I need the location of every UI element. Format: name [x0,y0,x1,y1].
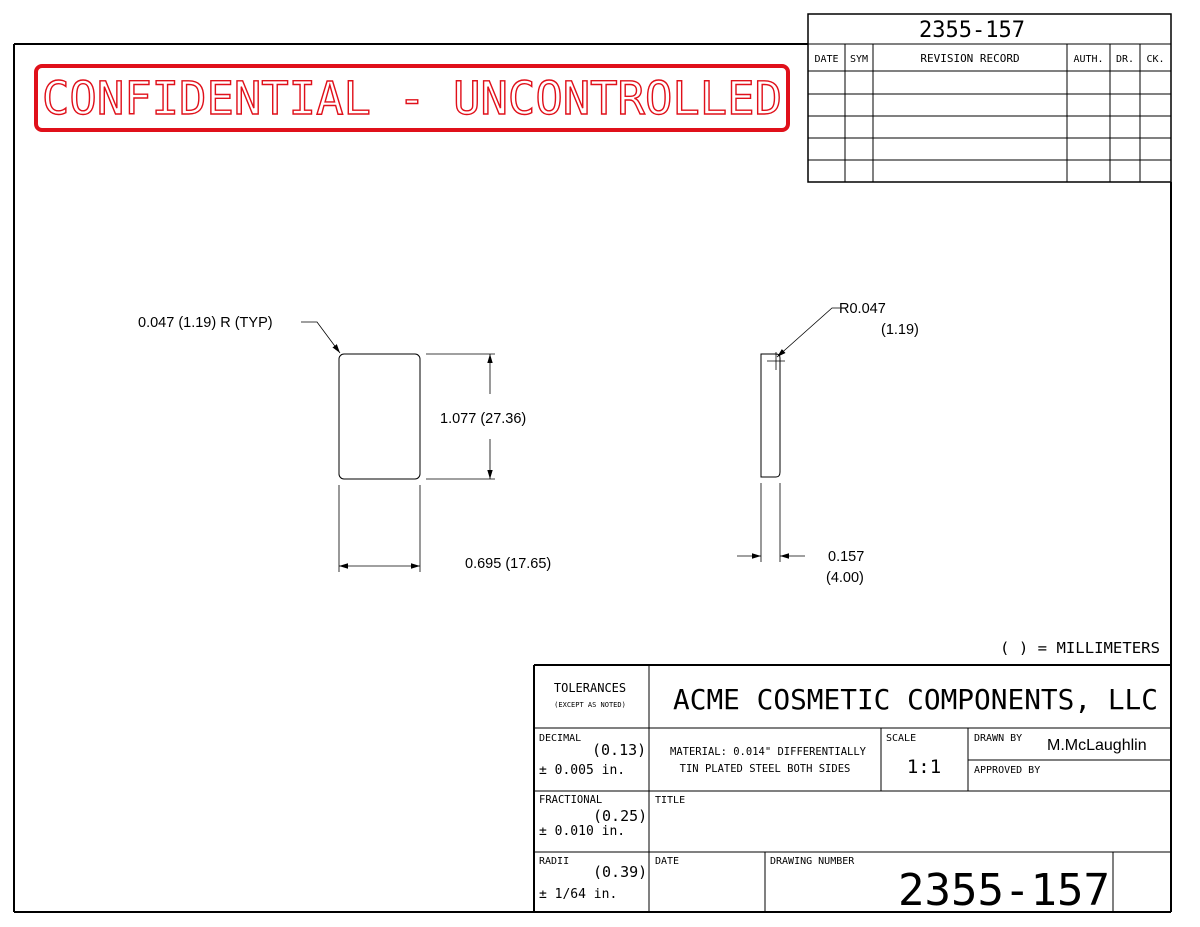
drawing-border [13,43,1172,913]
rev-header-auth: AUTH. [1073,54,1103,65]
fractional-mm: (0.25) [593,807,647,825]
width-dimension: 0.695 (17.65) [465,556,551,572]
part-outline-front [338,353,421,480]
side-radius-inch: R0.047 [839,301,886,317]
rev-header-sym: SYM [850,54,868,65]
height-dimension: 1.077 (27.36) [440,411,526,427]
approved-by-label: APPROVED BY [974,765,1040,776]
title-label: TITLE [655,795,685,806]
decimal-label: DECIMAL [539,733,581,744]
side-view: R0.047 (1.19) 0.157 (4.00) [737,301,919,586]
drawn-by-label: DRAWN BY [974,733,1022,744]
material-line-2: TIN PLATED STEEL BOTH SIDES [680,763,851,775]
confidential-stamp: CONFIDENTIAL - UNCONTROLLED [34,64,790,132]
corner-radius-dimension: 0.047 (1.19) R (TYP) [138,315,273,331]
tolerances-subtitle: (EXCEPT AS NOTED) [554,701,626,709]
side-radius-mm: (1.19) [881,322,919,338]
radius-leader-front [301,321,341,354]
drawn-by-value: M.McLaughlin [1047,737,1147,754]
scale-label: SCALE [886,733,916,744]
radii-mm: (0.39) [593,863,647,881]
decimal-tolerance: ± 0.005 in. [539,763,625,778]
date-label: DATE [655,856,679,867]
fractional-label: FRACTIONAL [539,794,602,806]
front-view: 1.077 (27.36) 0.695 (17.65) 0.047 (1.19)… [138,315,551,572]
drawing-number-label: DRAWING NUMBER [770,856,855,867]
units-note: ( ) = MILLIMETERS [1000,639,1160,657]
thickness-inch: 0.157 [828,549,864,565]
radius-leader-side [776,307,840,358]
part-outline-side [760,353,781,478]
radii-tolerance: ± 1/64 in. [539,887,617,902]
rev-header-dr: DR. [1116,54,1134,65]
rev-header-ck: CK. [1146,54,1164,65]
radii-label: RADII [539,856,569,867]
tolerances-title: TOLERANCES [554,681,626,695]
decimal-mm: (0.13) [592,741,646,759]
drawing-number-value: 2355-157 [898,865,1110,916]
revision-number: 2355-157 [919,18,1025,43]
title-block: TOLERANCES (EXCEPT AS NOTED) ACME COSMET… [533,664,1171,916]
rev-header-date: DATE [814,54,838,65]
scale-value: 1:1 [907,756,941,778]
material-line-1: MATERIAL: 0.014" DIFFERENTIALLY [670,746,867,758]
revision-block: 2355-157 DATE SYM REVISION RECORD AUTH. … [807,13,1172,183]
thickness-mm: (4.00) [826,570,864,586]
stamp-text: CONFIDENTIAL - UNCONTROLLED [42,72,782,125]
rev-header-record: REVISION RECORD [920,52,1019,65]
fractional-tolerance: ± 0.010 in. [539,824,625,839]
company-name: ACME COSMETIC COMPONENTS, LLC [673,683,1158,716]
